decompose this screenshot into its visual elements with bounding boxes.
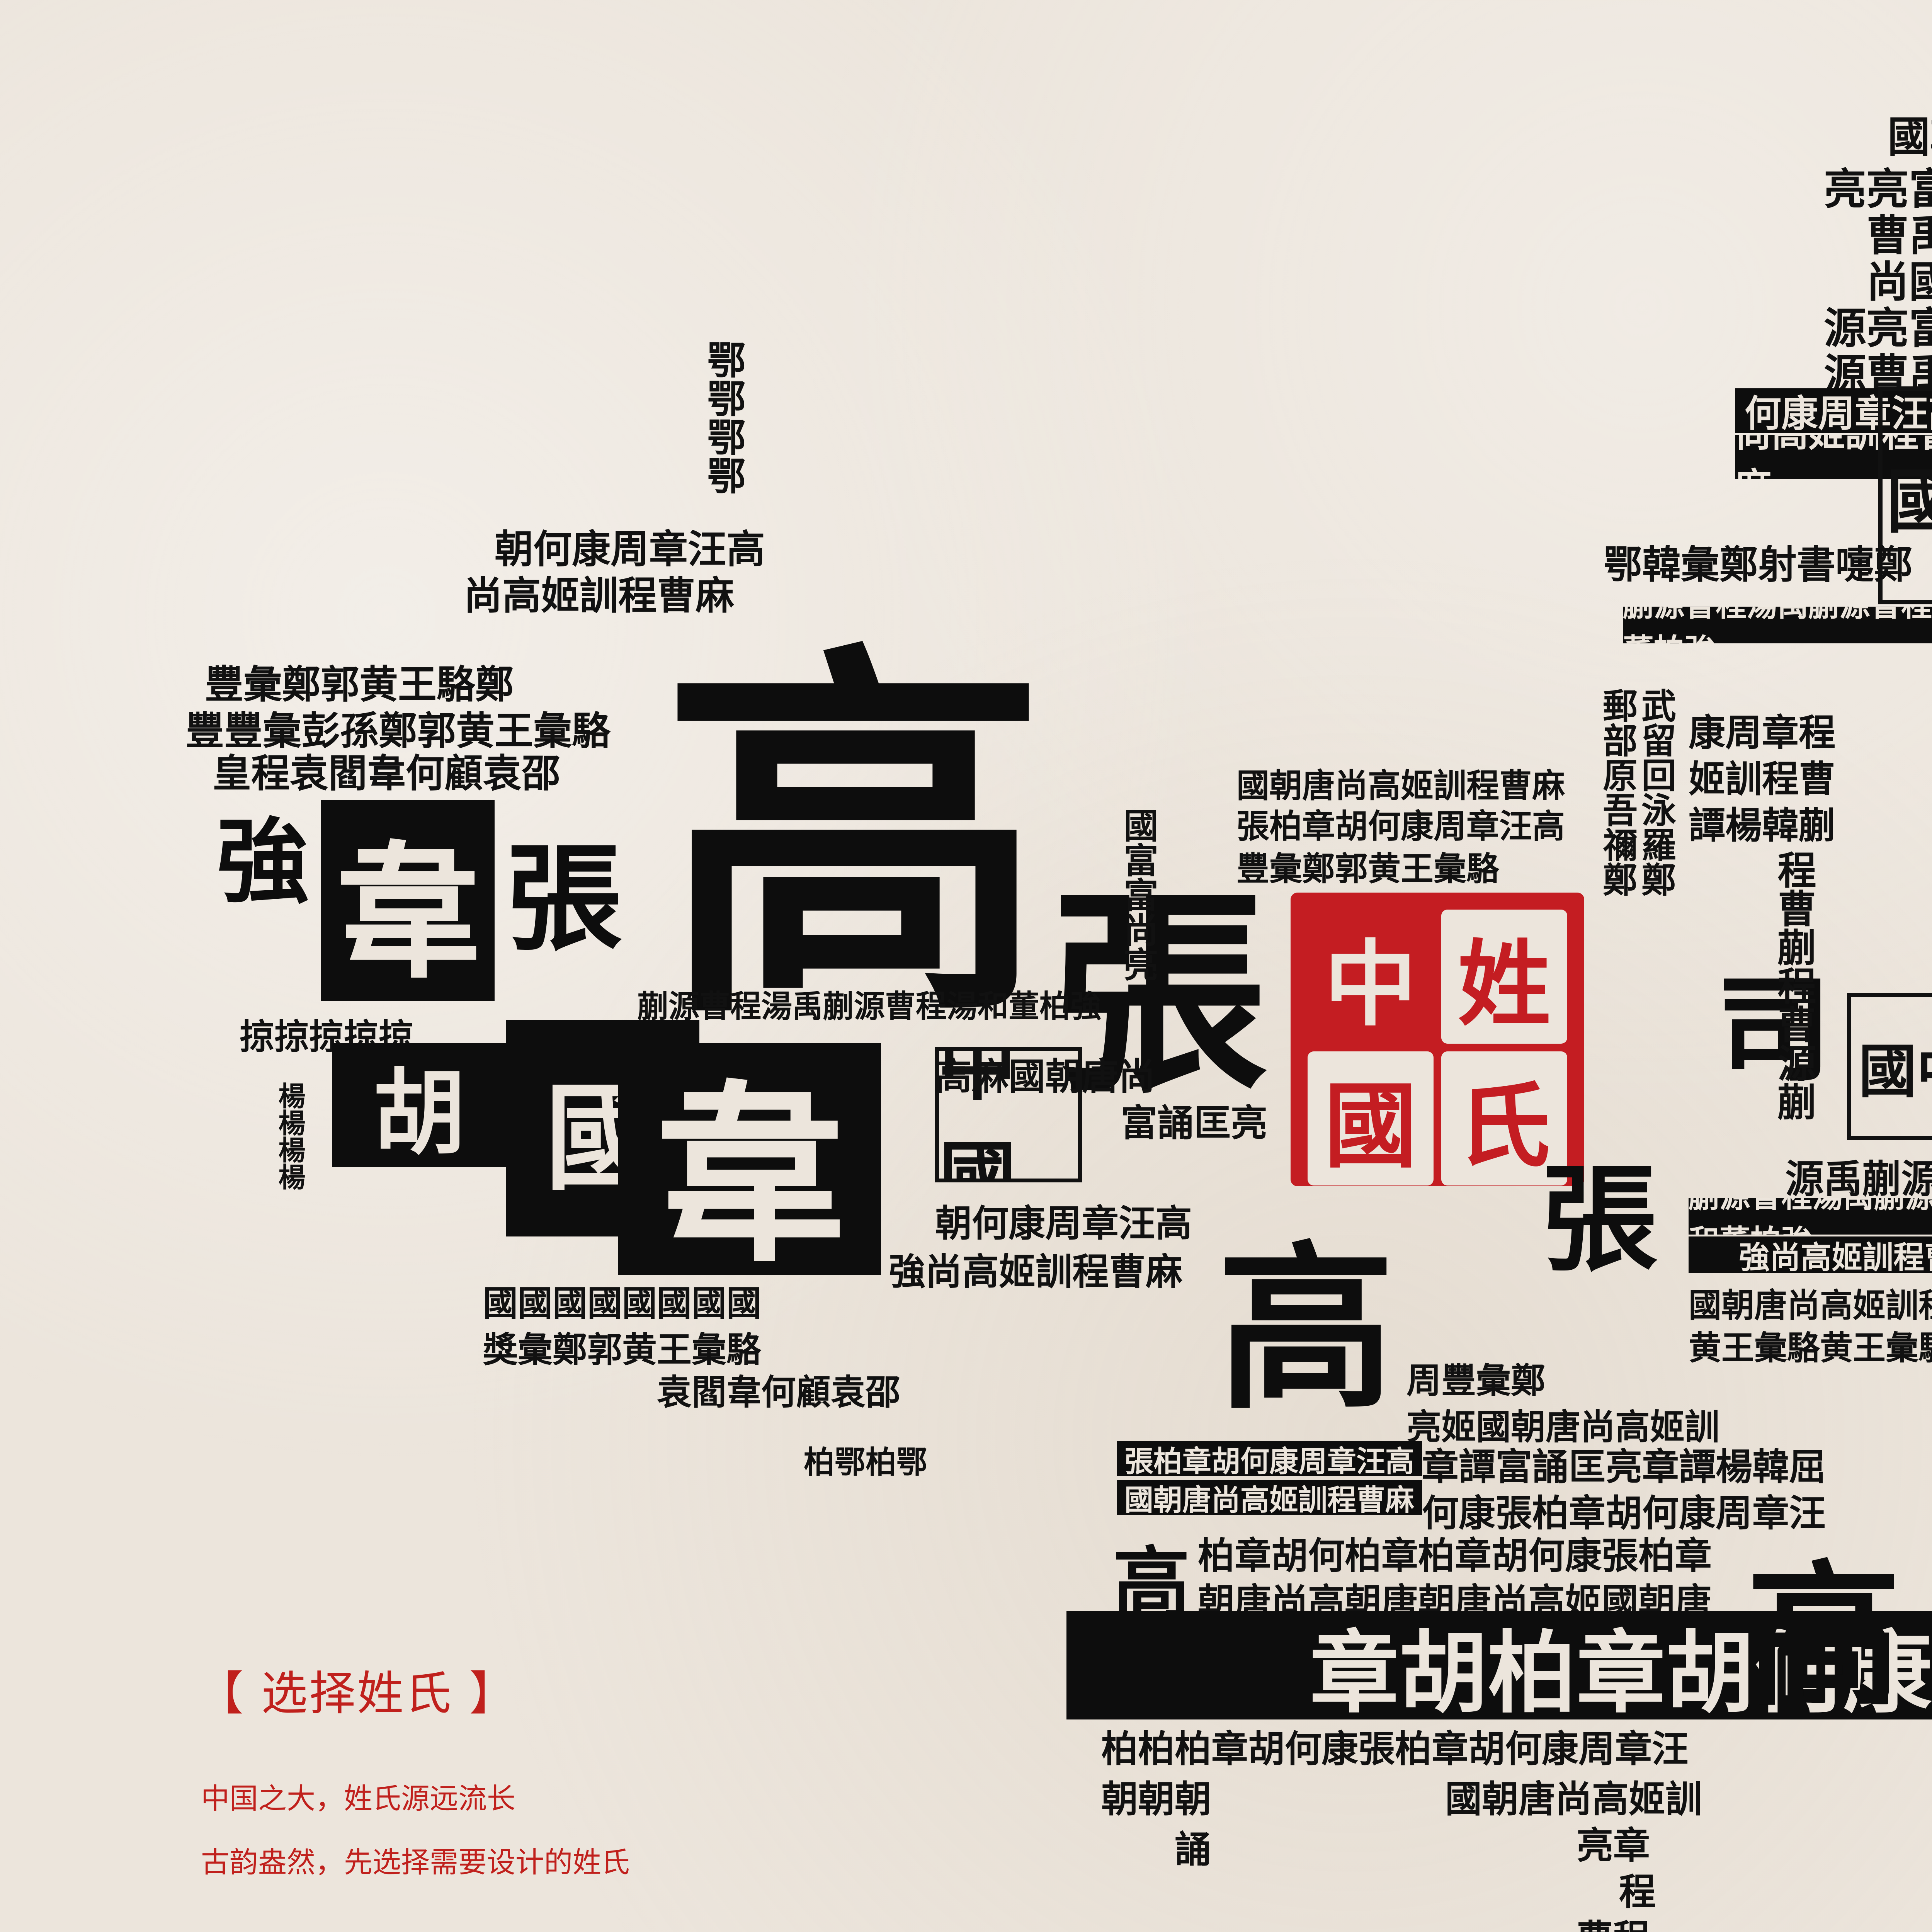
map-row-c2: 富誦匡亮 [1121,1102,1268,1145]
map-row-w1: 豐彙鄭郭黄王駱鄭 [205,662,514,707]
map-row-e1: 康周章程 [1689,711,1836,754]
map-row-e-col3: 武留回泳羅鄭 [1635,688,1676,896]
map-row-s3: 柏章胡何柏章柏章胡何康張柏章 [1198,1534,1712,1577]
map-row-s2b: 何康張柏章胡何康周章汪 [1422,1492,1826,1535]
caption-line-2: 古韵盎然，先选择需要设计的姓氏 [201,1846,630,1879]
glyph-seal-ne: 國中 [1878,386,1932,604]
map-row-ne2: 亮亮富誦匡王郝 [1824,164,1932,214]
red-seal-zhongguo-xingshi: 中 姓 國 氏 [1291,893,1584,1186]
glyph-block-zhong: 中國 [935,1047,1082,1182]
map-row-s11: 程 [1619,1871,1656,1913]
map-row-nw-col: 鄂鄂鄂鄂 [701,340,746,495]
map-row-ne1: 國朝唐書 [1888,112,1932,162]
map-row-e2: 姬訓程曹 [1689,758,1836,801]
map-row-nw4: 尚高姬訓程曹麻 [464,573,734,618]
map-row-w2: 豐豐彙彭孫鄭郭黄王彙駱 [185,708,611,753]
map-row-mid1: 蒯源曹程湯禹蒯源曹程湯和董柏強 [638,988,1101,1024]
map-row-c5: 張柏章胡何康周章汪高 [1236,807,1565,846]
map-row-mid5: 強尚高姬訓程曹麻 [889,1250,1183,1293]
map-row-s12: 曹程 [1577,1909,1650,1932]
map-row-sw4: 柏鄂柏鄂 [804,1444,927,1480]
map-row-e4: 源禹蒯源 [1785,1156,1932,1202]
map-row-nw3: 朝何康周章汪高 [495,526,765,572]
map-row-c4: 國朝唐尚高姬訓程曹麻 [1236,767,1565,805]
map-row-c1: 高麻國朝唐尚 [935,1055,1156,1098]
glyph-gao-large: 高 [661,611,1047,1028]
map-row-ne5: 源亮富誦匡王郝富亮 [1824,303,1932,353]
glyph-zhang-large: 張 [1051,867,1267,1121]
seal-char-xing: 姓 [1441,910,1567,1044]
glyph-block-sw: 韋 [618,1043,881,1275]
map-row-s0a: 周豐彙鄭 [1406,1360,1546,1401]
map-row-sw3: 袁閻韋何顧袁邵 [657,1372,900,1413]
map-row-e8: 黄王彙駱黄王彙駱 [1689,1329,1932,1367]
seal-char-zhong: 中 [1308,910,1434,1044]
glyph-zhou-e: 司 [1716,961,1832,1098]
map-row-n-band: 鄂韓彙鄭射書嚏鄭 [1604,542,1913,587]
map-row-ne3: 曹禹蒯源彭瀚禹 [1866,211,1932,260]
seal-char-guo: 國 [1308,1051,1434,1185]
glyph-zhou-se: 張 [1542,1151,1658,1287]
map-row-s1b: 章譚富誦匡亮章譚楊韓屈 [1422,1446,1826,1488]
map-band-ne8: 尚高姬訓程曹麻 [1735,435,1932,479]
glyph-block-sc: 高 [1217,1225,1395,1430]
glyph-qiang-w: 強 [216,807,309,912]
map-row-s6: 柏柏柏章胡何康張柏章胡何康周章汪 [1101,1728,1689,1770]
caption-line-1: 中国之大，姓氏源远流长 [201,1782,515,1815]
map-band-s2: 國朝唐尚高姬訓程曹麻 [1117,1480,1422,1515]
map-row-s9: 誦 [1175,1828,1212,1871]
map-band-s1: 張柏章胡何康周章汪高 [1117,1441,1422,1476]
glyph-gao-se: 高 [1747,1545,1901,1720]
glyph-block-w1: 韋 [321,800,495,1001]
map-row-e7: 國朝唐尚高姬訓程 [1689,1286,1932,1325]
map-row-c3: 國富富尚亮 [1117,808,1158,981]
map-row-e-col: 程曹蒯程曹源蒯 [1771,850,1816,1121]
caption-title: 【 选择姓氏 】 [197,1667,517,1721]
map-row-c6: 豐彙鄭郭黄王彙駱 [1236,850,1500,888]
glyph-zhang-w: 張 [506,830,622,966]
map-row-sw2: 獎彙鄭郭黄王彙駱 [483,1329,761,1370]
map-band-n1: 蒯源曹程湯禹蒯源曹程湯和董柏強 [1623,607,1932,643]
seal-char-shi: 氏 [1441,1051,1567,1185]
map-row-mid4: 朝何康周章汪高 [935,1202,1192,1245]
glyph-seal-e: 國中 [1847,993,1932,1140]
map-row-s10: 亮章 [1577,1824,1650,1867]
map-row-w3: 皇程袁閻韋何顧袁邵 [213,750,560,796]
map-row-s0b: 亮姬國朝唐尚高姬訓 [1406,1406,1719,1447]
map-row-s7: 朝朝朝 [1101,1778,1212,1821]
map-row-ne4: 尚國朝唐書陸國 [1866,257,1932,307]
map-row-w5: 楊楊楊楊 [274,1082,306,1190]
glyph-block-hu: 胡 [332,1043,506,1167]
map-row-s8: 國朝唐尚高姬訓 [1445,1778,1702,1821]
map-row-e-col2: 郵部原吾禰鄭 [1597,688,1638,896]
map-row-e3: 譚楊韓蒯 [1689,804,1836,847]
map-row-sw1: 國國國國國國國國 [483,1283,761,1324]
map-band-ne7: 何康周章汪高 [1735,388,1932,433]
map-band-e6: 強尚高姬訓程曹麻 [1689,1236,1932,1273]
map-band-e5: 蒯源曹程湯禹蒯源曹程湯和董柏強 [1689,1198,1932,1235]
